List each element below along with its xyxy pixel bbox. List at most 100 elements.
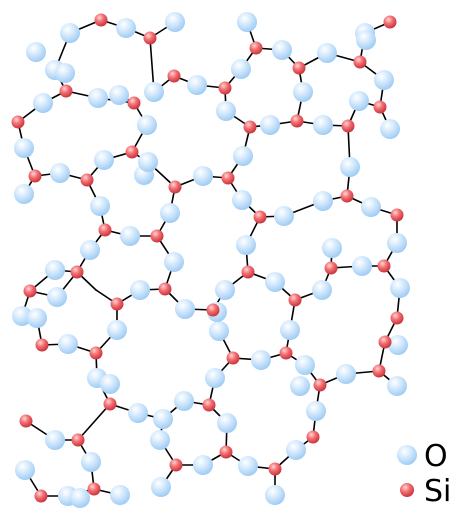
silicon-atom (341, 119, 355, 133)
oxygen-atom (280, 320, 300, 340)
oxygen-atom (120, 226, 140, 246)
silicon-atom (80, 173, 94, 187)
oxygen-atom (233, 146, 253, 166)
oxygen-atom (137, 115, 157, 135)
oxygen-atom (144, 82, 164, 102)
oxygen-atom (388, 335, 408, 355)
oxygen-atom (94, 150, 114, 170)
silicon-atom (19, 414, 33, 428)
oxygen-atom (175, 299, 195, 319)
oxygen-atom (251, 350, 271, 370)
silicon-atom (226, 351, 240, 365)
oxygen-atom (153, 409, 173, 429)
oxygen-atom (312, 280, 332, 300)
oxygen-atom (313, 191, 333, 211)
oxygen-atom (193, 166, 213, 186)
oxygen-atom (237, 12, 257, 32)
oxygen-atom (232, 190, 252, 210)
silicon-atom (59, 84, 73, 98)
silicon-atom (34, 489, 48, 503)
oxygen-atom (215, 280, 235, 300)
silicon-atom (103, 397, 117, 411)
silicon-atom (202, 398, 216, 412)
silicon-atom (127, 96, 141, 110)
silicon-atom (241, 265, 255, 279)
oxygen-atom (138, 152, 158, 172)
legend-silicon-swatch (400, 483, 414, 497)
oxygen-atom (26, 42, 46, 62)
oxygen-atom (60, 23, 80, 43)
oxygen-atom (12, 306, 32, 326)
silicon-atom (221, 171, 235, 185)
oxygen-atom (260, 115, 280, 135)
oxygen-atom (55, 63, 75, 83)
oxygen-atom (14, 184, 34, 204)
silicon-atom (313, 378, 327, 392)
atoms-layer (11, 12, 410, 508)
silicon-atom (206, 303, 220, 317)
silicon-atom (168, 180, 182, 194)
oxygen-atom (187, 75, 207, 95)
silicon-atom (28, 169, 42, 183)
oxygen-atom (265, 272, 285, 292)
oxygen-atom (295, 355, 315, 375)
legend-oxygen-swatch (397, 445, 417, 465)
oxygen-atom (387, 376, 407, 396)
oxygen-atom (88, 88, 108, 108)
silicon-atom (94, 13, 108, 27)
oxygen-atom (128, 403, 148, 423)
oxygen-atom (70, 488, 90, 508)
silicon-atom (70, 265, 84, 279)
oxygen-atom (217, 413, 237, 433)
silicon-atom (378, 335, 392, 349)
silicon-atom (219, 445, 233, 459)
silicon-atom (373, 100, 387, 114)
oxygen-atom (100, 374, 120, 394)
silicon-atom (87, 482, 101, 496)
oxygen-atom (231, 59, 251, 79)
oxygen-atom (193, 455, 213, 475)
oxygen-atom (380, 119, 400, 139)
oxygen-atom (265, 485, 285, 505)
silicon-atom (169, 458, 183, 472)
silicon-atom (110, 297, 124, 311)
oxygen-atom (174, 391, 194, 411)
oxygen-atom (116, 18, 136, 38)
oxygen-atom (336, 364, 356, 384)
oxygen-atom (306, 401, 326, 421)
oxygen-atom (216, 101, 236, 121)
oxygen-atom (109, 85, 129, 105)
oxygen-atom (238, 456, 258, 476)
silicon-atom (279, 346, 293, 360)
oxygen-atom (110, 485, 130, 505)
oxygen-atom (15, 460, 35, 480)
oxygen-atom (81, 452, 101, 472)
oxygen-atom (356, 30, 376, 50)
oxygen-atom (313, 115, 333, 135)
silicon-atom (243, 120, 257, 134)
oxygen-atom (390, 278, 410, 298)
oxygen-atom (317, 43, 337, 63)
bond-lines (17, 19, 401, 497)
silicon-atom (249, 41, 263, 55)
oxygen-atom (387, 233, 407, 253)
silicon-atom (290, 114, 304, 128)
silicon-atom (268, 462, 282, 476)
oxygen-atom (50, 163, 70, 183)
oxygen-atom (340, 157, 360, 177)
silicon-atom (372, 364, 386, 378)
silicon-atom (253, 210, 267, 224)
oxygen-atom (361, 197, 381, 217)
oxygen-atom (45, 260, 65, 280)
oxygen-atom (374, 70, 394, 90)
oxygen-atom (90, 196, 110, 216)
oxygen-atom (205, 368, 225, 388)
silicon-atom (288, 293, 302, 307)
oxygen-atom (290, 376, 310, 396)
silicon-atom (23, 284, 37, 298)
oxygen-atom (349, 91, 369, 111)
silicon-atom (89, 346, 103, 360)
silicon-atom (353, 55, 367, 69)
oxygen-atom (165, 12, 185, 32)
